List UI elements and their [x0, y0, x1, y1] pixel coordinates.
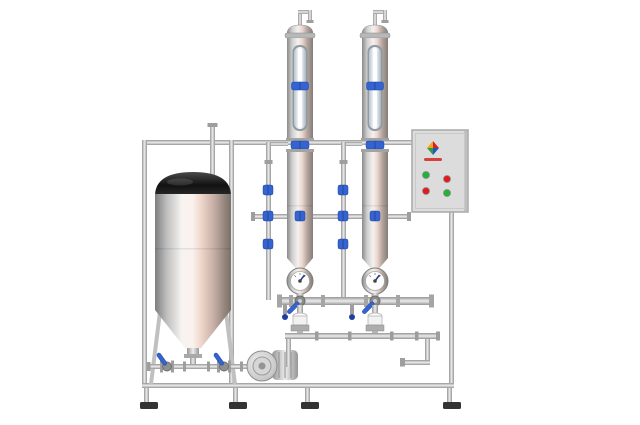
riser-clamp-blue — [262, 238, 274, 250]
pipe-clamp-blue — [262, 210, 274, 222]
riser-clamp — [264, 160, 273, 164]
riser-clamp-blue — [337, 238, 349, 250]
tank-cone — [155, 310, 231, 348]
feed-valve-2 — [212, 351, 232, 373]
manifold-cap-right — [429, 294, 434, 308]
feed-tank — [149, 172, 237, 385]
membrane-column-2 — [359, 9, 391, 299]
inlet-cap — [207, 123, 218, 127]
feed-cap-left — [146, 362, 151, 371]
manifold-clamp — [289, 295, 293, 307]
riser-clamp-blue — [262, 184, 274, 196]
riser-top-connector — [341, 142, 362, 146]
frame-right-post — [449, 140, 454, 388]
lower-collection-line — [285, 331, 440, 367]
leveling-foot — [140, 402, 158, 409]
leveling-foot — [229, 402, 247, 409]
pipe-clamp — [390, 331, 394, 341]
panel-door-seam — [415, 133, 465, 209]
riser-clamp — [339, 160, 348, 164]
frame-left-post — [142, 140, 147, 388]
tank-weld-seam — [155, 248, 231, 250]
feed-clamp — [207, 361, 210, 372]
pipe-clamp-blue — [369, 210, 381, 222]
outlet-stub — [190, 358, 196, 367]
feed-pump — [246, 339, 298, 382]
feed-line — [146, 361, 252, 372]
drain-elbow — [404, 360, 430, 365]
mid-transfer-pipe — [251, 212, 411, 221]
leveling-foot — [301, 402, 319, 409]
frame-leg — [233, 388, 238, 403]
pipe-cap — [436, 331, 440, 341]
inlet-riser — [210, 126, 215, 180]
riser-clamp-blue — [337, 184, 349, 196]
frame-mid-post — [229, 140, 234, 388]
pipe-clamp-blue — [337, 210, 349, 222]
leveling-foot — [443, 402, 461, 409]
panel-enclosure — [411, 129, 469, 213]
bottom-manifold — [277, 294, 434, 308]
frame-leg — [305, 388, 310, 403]
manifold-clamp — [396, 295, 400, 307]
drain-drop — [425, 339, 430, 363]
tank-inlet-pipe — [207, 123, 218, 180]
sample-port-2 — [349, 305, 355, 320]
frame-leg — [447, 388, 452, 403]
feed-pipe — [150, 364, 252, 369]
collection-pipe — [285, 333, 437, 339]
manifold-clamp — [321, 295, 325, 307]
pump-hub — [258, 362, 266, 370]
pipe-cap-right — [407, 212, 411, 221]
indicator-light — [443, 189, 451, 197]
dome-highlight — [167, 178, 193, 186]
outlet-clamp — [184, 354, 202, 358]
pump-discharge-riser — [286, 339, 291, 367]
drain-cap — [400, 358, 405, 367]
brand-wordmark — [424, 158, 442, 161]
transfer-pipe — [254, 214, 408, 219]
pipe-cap-left — [251, 212, 255, 221]
frame-bottom-rail — [142, 383, 454, 388]
frame-leg — [144, 388, 149, 403]
feed-clamp — [183, 361, 186, 372]
feed-valve-1 — [155, 351, 175, 373]
cone-outlet — [187, 348, 199, 354]
indicator-light — [443, 175, 451, 183]
manifold-pipe — [281, 297, 431, 305]
riser-top-connector — [266, 142, 288, 146]
pipe-clamp — [348, 331, 352, 341]
pipe-clamp — [415, 331, 419, 341]
control-panel — [411, 129, 469, 213]
brand-logo-icon — [427, 141, 439, 155]
indicator-light — [422, 171, 430, 179]
manifold-clamp — [364, 295, 368, 307]
membrane-column-1 — [284, 9, 316, 299]
pipe-clamp — [315, 331, 319, 341]
sample-port-1 — [282, 305, 288, 320]
tank-dome — [155, 172, 231, 196]
panel-side-shade — [464, 131, 468, 211]
indicator-lights — [422, 171, 451, 197]
tank-shell — [155, 194, 231, 310]
feed-clamp — [240, 361, 243, 372]
indicator-light — [422, 187, 430, 195]
manifold-cap-left — [277, 294, 282, 308]
pipe-clamp-blue — [294, 210, 306, 222]
